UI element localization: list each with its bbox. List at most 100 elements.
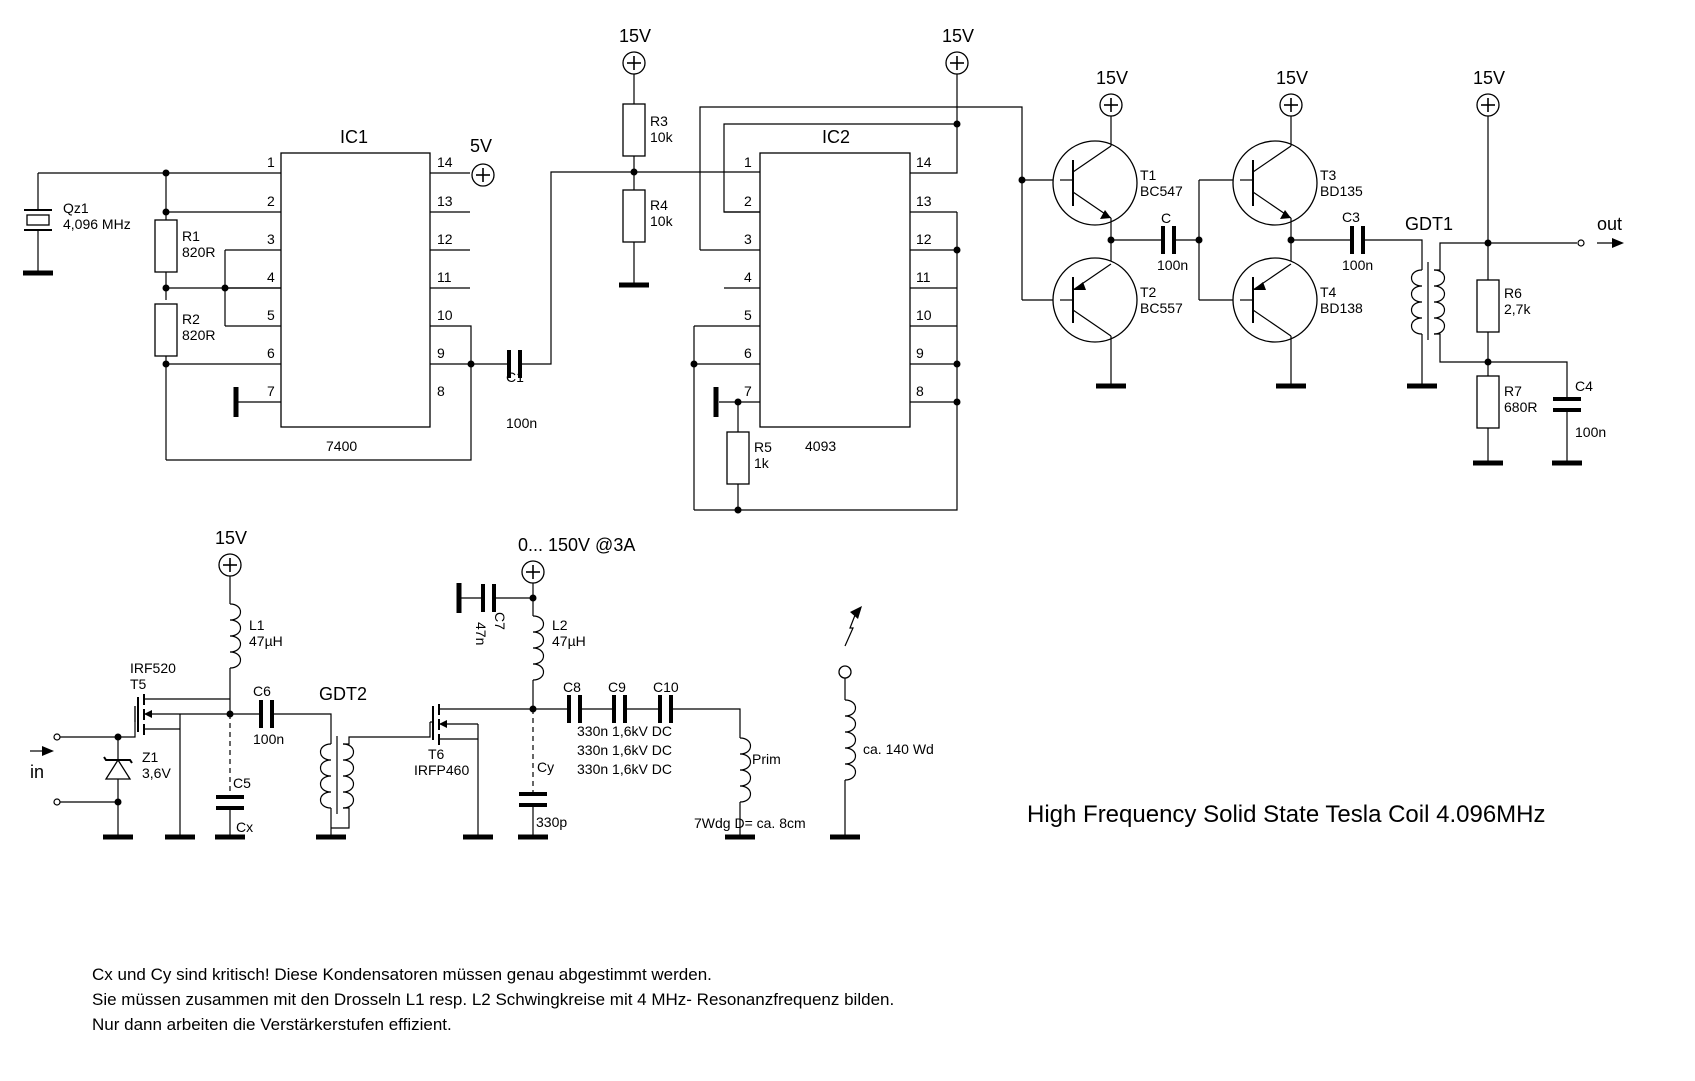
resistor-r6: R6 2,7k [1476,279,1531,333]
secondary-coil: ca. 140 Wd [838,606,934,781]
c3-name: C3 [1342,209,1360,225]
ic1-name: IC1 [340,127,368,147]
t4-part: BD138 [1320,300,1363,316]
inductor-l1: L1 47µH [229,603,283,669]
qz1-name: Qz1 [63,200,89,216]
z1-value: 3,6V [142,765,171,781]
ic2-pin-left-4: 5 [744,307,752,323]
ic2-pin-left-2: 3 [744,231,752,247]
c10-name: C10 [653,679,679,695]
supply-15v-t1 [1099,93,1123,117]
ic2-pin-right-2: 12 [916,231,932,247]
t6-part: IRFP460 [414,762,469,778]
c-series-value-2: 330n 1,6kV DC [577,742,672,758]
crystal-qz1: Qz1 4,096 MHz [23,173,131,273]
ic2-pin-left-6: 7 [744,383,752,399]
ic1-pin-left-2: 3 [267,231,275,247]
z1-name: Z1 [142,749,159,765]
capacitor-c: C 100n [1157,210,1188,273]
ic1-pin-left-4: 5 [267,307,275,323]
r4-value: 10k [650,213,674,229]
ic2-pin-left-3: 4 [744,269,752,285]
note-line-2: Sie müssen zusammen mit den Drosseln L1 … [92,990,894,1009]
l1-name: L1 [249,617,265,633]
c4-name: C4 [1575,378,1593,394]
t5-name: T5 [130,676,147,692]
primary-coil: Prim 7Wdg D= ca. 8cm [694,737,806,831]
t5-part: IRF520 [130,660,176,676]
ic1-pin-left-6: 7 [267,383,275,399]
c-value: 100n [1157,257,1188,273]
supply-15v-t3 [1279,93,1303,117]
t4-name: T4 [1320,284,1337,300]
ic2-pin-right-0: 14 [916,154,932,170]
ic2-pin-left-1: 2 [744,193,752,209]
ic2-pin-right-6: 8 [916,383,924,399]
ic1-pin-right-1: 13 [437,193,453,209]
resistor-r5: R5 1k [726,431,772,485]
l2-name: L2 [552,617,568,633]
ic2-name: IC2 [822,127,850,147]
ic1-type: 7400 [326,438,357,454]
capacitor-c9: C9 [608,679,627,723]
supply-hv: 0... 150V @3A [518,535,635,555]
resistor-r2: R2 820R [154,303,215,357]
supply-15v-label-2: 15V [942,26,974,46]
resistor-r3: R3 10k [622,103,674,157]
r1-value: 820R [182,244,215,260]
ic2-pin-right-5: 9 [916,345,924,361]
supply-15v-r6 [1476,93,1500,117]
ic1-pin-left-5: 6 [267,345,275,361]
gdt2-name: GDT2 [319,684,367,704]
note-line-3: Nur dann arbeiten die Verstärkerstufen e… [92,1015,452,1034]
out-label: out [1597,214,1622,234]
t1-name: T1 [1140,167,1157,183]
t6-name: T6 [428,746,445,762]
output-port: out [1577,214,1624,248]
r1-name: R1 [182,228,200,244]
t2-part: BC557 [1140,300,1183,316]
ic1-pin-right-3: 11 [437,269,452,285]
ic1-pin-right-2: 12 [437,231,453,247]
capacitor-c8: C8 [563,679,582,723]
prim-winding: 7Wdg D= ca. 8cm [694,815,806,831]
ic2-pin-left-5: 6 [744,345,752,361]
t3-name: T3 [1320,167,1337,183]
capacitor-cy: Cy 330p [519,759,567,830]
r3-name: R3 [650,113,668,129]
supply-15v-l1 [218,553,242,577]
t2-name: T2 [1140,284,1157,300]
ic1-pin-left-3: 4 [267,269,275,285]
capacitor-c1: C1 100n [506,350,537,431]
ic1-pin-left-0: 1 [267,154,275,170]
supply-15v-r3 [622,51,646,75]
c4-value: 100n [1575,424,1606,440]
capacitor-c7: C7 47n [473,584,508,645]
prim-name: Prim [752,751,781,767]
input-port: in [30,733,61,806]
ic2-pin-left-0: 1 [744,154,752,170]
supply-5v-symbol [471,163,495,187]
inductor-l2: L2 47µH [532,615,586,681]
supply-hv-symbol [521,560,545,584]
note-line-1: Cx und Cy sind kritisch! Diese Kondensat… [92,965,712,984]
transistor-t3: T3 BD135 [1232,140,1363,226]
capacitor-c3: C3 100n [1342,209,1373,273]
r2-value: 820R [182,327,215,343]
r3-value: 10k [650,129,674,145]
transistor-t4: T4 BD138 [1232,257,1363,343]
in-label: in [30,762,44,782]
cy-name: Cy [537,759,554,775]
l2-value: 47µH [552,633,586,649]
ic2-pin-right-1: 13 [916,193,932,209]
mosfet-t6: T6 IRFP460 [414,704,490,778]
c6-value: 100n [253,731,284,747]
supply-15v-label-3: 15V [1096,68,1128,88]
capacitor-c6: C6 100n [253,683,284,747]
r7-value: 680R [1504,399,1537,415]
resistor-r1: R1 820R [154,219,215,273]
